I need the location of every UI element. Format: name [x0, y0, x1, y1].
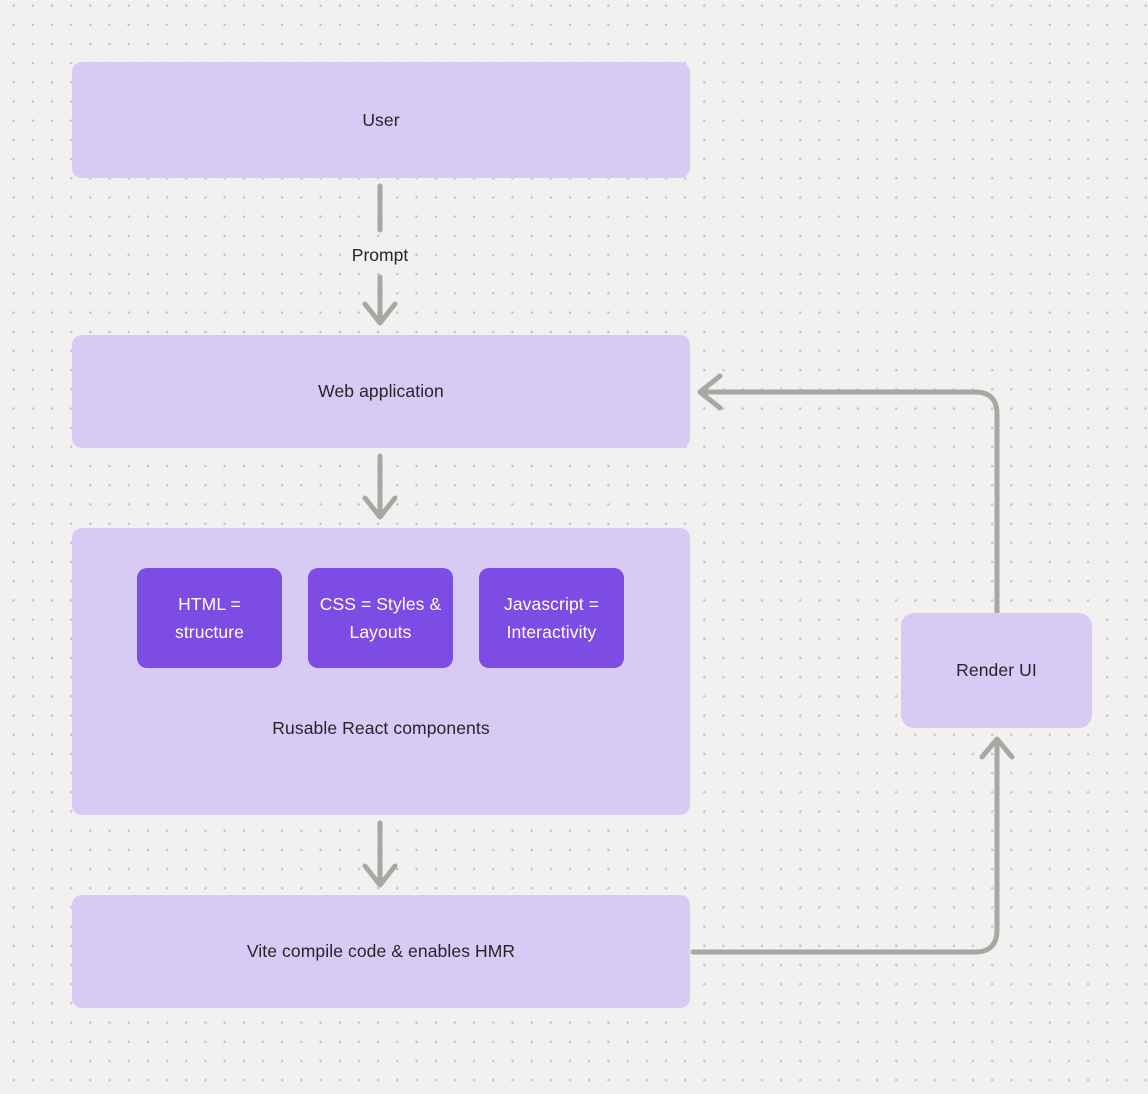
- node-react-components-group: HTML = structure CSS = Styles & Layouts …: [72, 528, 690, 815]
- connector-vite-to-render: [690, 736, 1015, 955]
- chip-javascript-label: Javascript = Interactivity: [503, 594, 600, 642]
- node-vite-label: Vite compile code & enables HMR: [246, 941, 516, 961]
- node-vite: Vite compile code & enables HMR: [72, 895, 690, 1008]
- node-web-application-label: Web application: [318, 381, 444, 401]
- connector-render-to-webapp: [697, 373, 1000, 615]
- edge-label-prompt: Prompt: [351, 245, 409, 265]
- chip-javascript: Javascript = Interactivity: [479, 568, 624, 668]
- node-user: User: [72, 62, 690, 178]
- chip-html-label: HTML = structure: [175, 594, 244, 642]
- node-render-ui: Render UI: [901, 613, 1092, 728]
- node-web-application: Web application: [72, 335, 690, 448]
- chip-css: CSS = Styles & Layouts: [308, 568, 453, 668]
- connector-prompt-to-webapp: [362, 274, 398, 326]
- connector-webapp-to-group: [362, 453, 398, 520]
- chip-css-label: CSS = Styles & Layouts: [319, 594, 442, 642]
- connector-group-to-vite: [362, 820, 398, 888]
- group-caption: Rusable React components: [272, 718, 490, 738]
- node-render-ui-label: Render UI: [956, 660, 1037, 680]
- node-user-label: User: [362, 109, 400, 130]
- chip-html: HTML = structure: [137, 568, 282, 668]
